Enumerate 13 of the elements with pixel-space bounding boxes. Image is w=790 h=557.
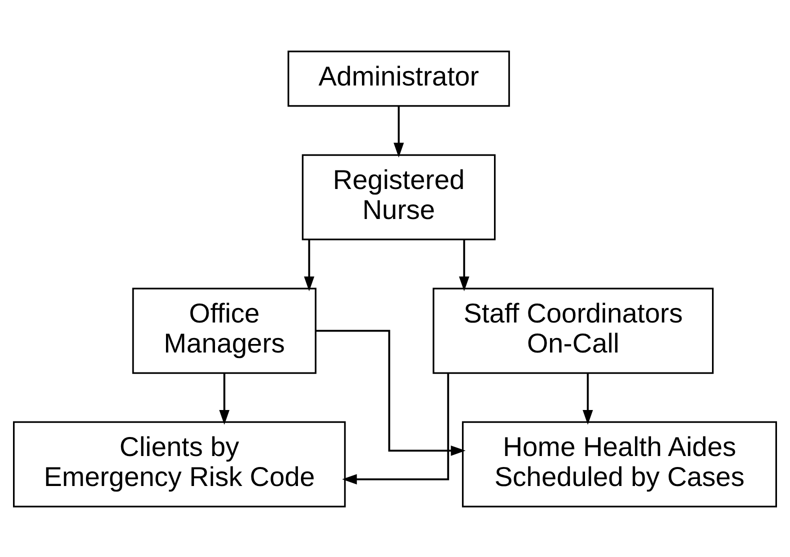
arrow <box>316 329 466 456</box>
arrow <box>219 372 230 424</box>
node-box: Administrator <box>288 50 510 106</box>
node-box: Home Health Aides Scheduled by Cases <box>462 420 777 507</box>
node-box: Registered Nurse <box>302 154 496 240</box>
arrow <box>342 372 450 484</box>
arrow <box>582 372 593 424</box>
arrow <box>304 239 314 291</box>
node-box: Staff Coordinators On-Call <box>432 287 714 374</box>
arrow <box>394 106 404 157</box>
node-box: Clients by Emergency Risk Code <box>13 420 346 507</box>
node-box: Office Managers <box>132 287 316 374</box>
arrow <box>458 239 470 291</box>
